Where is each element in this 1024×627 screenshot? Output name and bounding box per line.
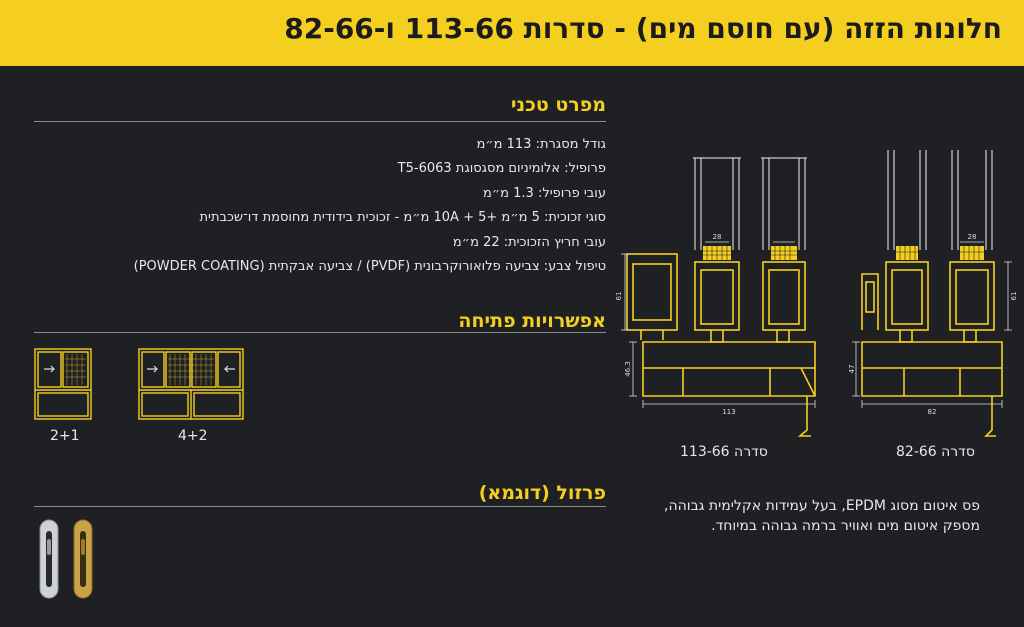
series-82-66-label: סדרה 82-66 [896,444,975,460]
spec-section-title: מפרט טכני [510,94,606,116]
profile-82-66-side-dim: 61 [1010,292,1018,301]
opening-section-title: אפשרויות פתיחה [458,310,606,332]
profile-113-66-width-dim: 113 [722,408,735,416]
spec-divider [34,121,606,122]
series-113-66-label: סדרה 113-66 [680,444,768,460]
gold-handle-icon [73,519,93,599]
header-bar: חלונות הזזה (עם חוסם מים) - סדרות 113-66… [0,0,1024,66]
spec-glass-type: סוגי זכוכית: 5 מ״מ +10A + 5 מ״מ - זכוכית… [199,210,606,226]
profile-section-113-66-diagram: 61 46.3 113 28 [615,157,816,437]
spec-profile: פרופיל: אלומיניום מסגסוגת 6063-T5 [397,161,606,177]
epdm-note-line-1: פס איטום מסוג EPDM, בעל עמידות אקלימית ג… [664,498,980,514]
epdm-note: פס איטום מסוג EPDM, בעל עמידות אקלימית ג… [650,496,980,536]
spec-glass-slot: עובי חריץ הזכוכית: 22 מ״מ [452,234,606,250]
spec-frame-size: גודל מסגרת: 113 מ״מ [476,137,606,152]
profile-82-66-glass-dim: 28 [968,233,977,241]
profile-113-66-glass-dim: 28 [713,233,722,241]
profile-82-66-width-dim: 82 [928,408,937,416]
spec-list: גודל מסגרת: 113 מ״מ פרופיל: אלומיניום מס… [46,133,606,279]
profile-section-82-66-diagram: 61 47 82 28 [848,150,1018,437]
opening-divider [34,332,606,333]
hardware-divider [34,506,606,507]
profile-113-66-side-dim: 61 [615,292,623,301]
silver-handle-icon [39,519,59,599]
spec-paint: טיפול צבע: צביעה פלואורוקרבונית (PVDF) /… [133,259,606,275]
hardware-section-title: פרזול (דוגמא) [478,482,606,504]
opening-4plus2-label: 4+2 [178,428,208,444]
page-title: חלונות הזזה (עם חוסם מים) - סדרות 113-66… [284,12,1002,45]
epdm-note-line-2: מספק איטום מים ואוויר ברמה גבוהה במיוחד. [711,518,980,534]
profile-82-66-height-dim: 47 [848,365,856,374]
profile-113-66-height-dim: 46.3 [624,361,632,377]
opening-2plus1-label: 2+1 [50,428,80,444]
opening-2plus1-diagram [34,348,92,420]
opening-4plus2-diagram [138,348,244,420]
spec-profile-thickness: עובי פרופיל: 1.3 מ״מ [482,185,606,201]
